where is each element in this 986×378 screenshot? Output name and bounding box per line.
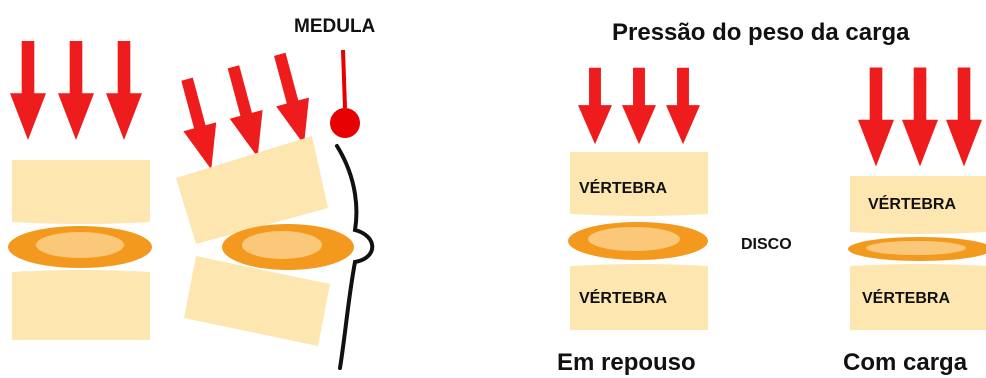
vertebra-label-top-rest: VÉRTEBRA [579, 178, 667, 197]
vertebra-label-bottom-load: VÉRTEBRA [862, 288, 950, 307]
load-arrows-rest [578, 68, 700, 145]
load-arrow [902, 68, 938, 167]
load-arrows-load [858, 68, 982, 167]
load-arrow [666, 68, 700, 145]
load-arrow [578, 68, 612, 145]
vertebra-upper [12, 160, 150, 224]
disc-nucleus-load [866, 241, 966, 255]
bent-segment: MEDULA [171, 16, 376, 368]
disc-nucleus [36, 232, 124, 258]
diagram-title: Pressão do peso da carga [612, 19, 910, 46]
load-arrow [10, 41, 46, 140]
medula-pointer-line [343, 50, 345, 108]
load-arrows-left [10, 41, 142, 140]
medula-label: MEDULA [294, 16, 376, 37]
load-arrow [263, 50, 320, 149]
straight-segment [8, 41, 152, 340]
vertebra-lower [12, 270, 150, 340]
load-arrow [622, 68, 656, 145]
vertebra-label-top-load: VÉRTEBRA [868, 194, 956, 213]
caption-load: Com carga [843, 349, 968, 376]
vertebra-label-bottom-rest: VÉRTEBRA [579, 288, 667, 307]
load-arrow [171, 75, 228, 174]
vertebra-lower-tilted [184, 256, 330, 346]
medula-dot [330, 108, 360, 138]
load-arrow [858, 68, 894, 167]
disc-label: DISCO [741, 236, 792, 253]
load-arrow [106, 41, 142, 140]
load-arrow [58, 41, 94, 140]
load-arrow [217, 62, 274, 161]
load-arrow [946, 68, 982, 167]
load-segment: VÉRTEBRA VÉRTEBRA Com carga [843, 68, 986, 377]
disc-nucleus-bulging [242, 231, 322, 259]
disc-nucleus-rest [588, 227, 680, 251]
caption-rest: Em repouso [557, 349, 696, 376]
